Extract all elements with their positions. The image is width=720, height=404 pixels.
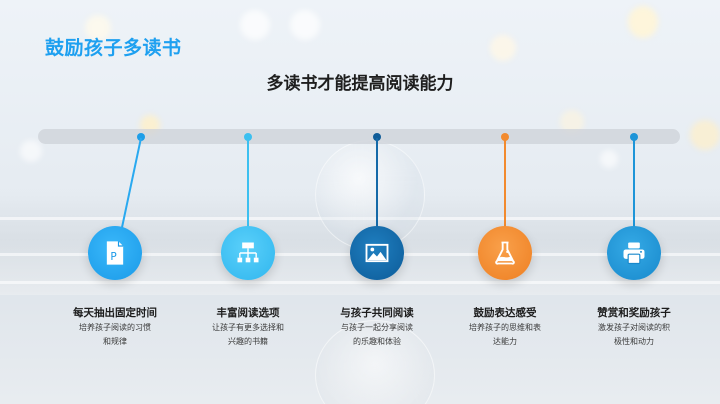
item-title: 鼓励表达感受 [473,307,537,319]
item-icon-circle [478,226,532,280]
timeline-connector [376,138,378,228]
item-title: 与孩子共同阅读 [340,307,414,319]
item-description: 培养孩子的思维和表达能力 [469,323,541,346]
document-p-icon: P [106,241,124,265]
timeline-dot [137,133,145,141]
flask-icon [495,241,515,265]
timeline-bar [38,129,680,144]
item-description: 与孩子一起分享阅读的乐趣和体验 [341,323,413,346]
item-description: 让孩子有更多选择和兴趣的书籍 [212,323,284,346]
slide-title: 鼓励孩子多读书 [45,37,182,59]
timeline-dot [630,133,638,141]
item-title: 赞赏和奖励孩子 [597,307,671,319]
timeline-connector [120,137,142,229]
timeline-connector [633,138,635,228]
hierarchy-icon [237,242,259,263]
timeline-connector [504,138,506,228]
item-icon-circle [607,226,661,280]
image-icon [365,243,389,263]
item-description: 激发孩子对阅读的积极性和动力 [598,323,670,346]
timeline-dot [244,133,252,141]
item-title: 丰富阅读选项 [216,307,280,319]
item-description: 培养孩子阅读的习惯和规律 [79,323,151,346]
timeline-dot [501,133,509,141]
svg-text:P: P [110,251,116,263]
timeline-connector [247,138,249,228]
timeline-dot [373,133,381,141]
item-icon-circle: P [88,226,142,280]
item-icon-circle [350,226,404,280]
item-icon-circle [221,226,275,280]
printer-icon [623,242,645,265]
slide-subtitle: 多读书才能提高阅读能力 [266,74,454,94]
item-title: 每天抽出固定时间 [73,307,157,319]
